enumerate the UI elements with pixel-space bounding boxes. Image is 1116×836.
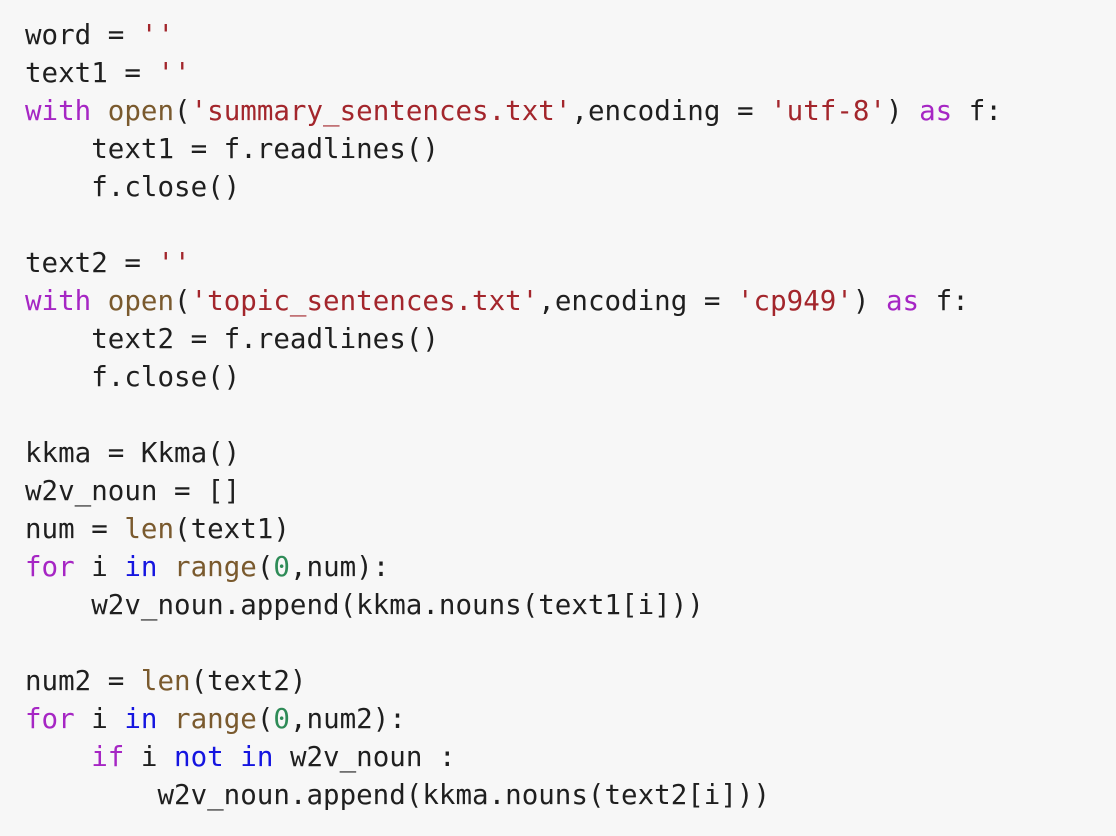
code-token-default: ,num): [289, 551, 390, 583]
code-token-default: ,num2): [289, 703, 406, 735]
code-token-default: i [74, 703, 125, 735]
code-line [25, 206, 1116, 244]
code-line: text2 = '' [25, 244, 1116, 282]
code-token-keyword: with [25, 95, 92, 127]
code-token-builtin: len [140, 665, 191, 697]
code-line: w2v_noun.append(kkma.nouns(text2[i])) [25, 776, 1116, 814]
code-token-keyword: if [91, 741, 125, 773]
code-line: kkma = Kkma() [25, 434, 1116, 472]
code-token-builtin: range [174, 551, 257, 583]
code-token-string: 'topic_sentences.txt' [190, 285, 539, 317]
code-token-default: (text1) [174, 513, 290, 545]
code-line: word = '' [25, 16, 1116, 54]
code-line: w2v_noun = [] [25, 472, 1116, 510]
code-token-default: w2v_noun : [273, 741, 456, 773]
code-token-default: f.close() [25, 171, 241, 203]
code-line: num2 = len(text2) [25, 662, 1116, 700]
code-token-keyword: as [919, 95, 953, 127]
code-token-builtin: range [174, 703, 257, 735]
code-token-default: text1 = [25, 57, 158, 89]
code-token-default: f: [952, 95, 1002, 127]
code-token-default: (text2) [190, 665, 307, 697]
code-token-builtin: open [107, 285, 175, 317]
code-token-default: ( [256, 703, 274, 735]
code-token-default: ) [852, 285, 886, 317]
code-token-default: ( [256, 551, 274, 583]
code-token-default [91, 95, 108, 127]
code-token-default: ( [174, 285, 191, 317]
code-token-default: kkma = Kkma() [25, 437, 241, 469]
code-token-builtin: len [124, 513, 175, 545]
code-token-default: w2v_noun.append(kkma.nouns(text1[i])) [25, 589, 704, 621]
code-line: text1 = '' [25, 54, 1116, 92]
code-line: f.close() [25, 358, 1116, 396]
code-token-default: ,encoding = [571, 95, 771, 127]
code-line: text1 = f.readlines() [25, 130, 1116, 168]
code-token-default: i [74, 551, 125, 583]
code-token-number: 0 [273, 703, 290, 735]
code-token-operator: in [124, 551, 158, 583]
code-line: with open('topic_sentences.txt',encoding… [25, 282, 1116, 320]
code-token-default: f.close() [25, 361, 241, 393]
code-token-keyword: for [25, 703, 75, 735]
code-token-default: text2 = f.readlines() [25, 323, 439, 355]
code-token-default [157, 703, 174, 735]
code-token-default [25, 741, 91, 773]
code-token-default [91, 285, 108, 317]
code-token-default: ( [174, 95, 191, 127]
code-token-default: num2 = [25, 665, 141, 697]
code-token-default: w2v_noun.append(kkma.nouns(text2[i])) [25, 779, 771, 811]
code-token-string: '' [157, 247, 191, 279]
code-token-string: 'summary_sentences.txt' [190, 95, 572, 127]
code-token-default: ) [886, 95, 920, 127]
code-token-string: '' [140, 19, 175, 51]
code-token-keyword: as [886, 285, 920, 317]
code-token-default: text1 = f.readlines() [25, 133, 439, 165]
code-token-builtin: open [107, 95, 175, 127]
code-line: f.close() [25, 168, 1116, 206]
code-token-default: w2v_noun = [] [25, 475, 241, 507]
code-token-default: text2 = [25, 247, 158, 279]
code-line: with open('summary_sentences.txt',encodi… [25, 92, 1116, 130]
code-line: w2v_noun.append(kkma.nouns(text1[i])) [25, 586, 1116, 624]
code-line [25, 624, 1116, 662]
code-token-operator: in [240, 741, 274, 773]
code-line: text2 = f.readlines() [25, 320, 1116, 358]
code-token-default: ,encoding = [538, 285, 737, 317]
code-line: if i not in w2v_noun : [25, 738, 1116, 776]
code-token-string: 'cp949' [736, 285, 853, 317]
code-line [25, 396, 1116, 434]
code-token-default: num = [25, 513, 125, 545]
code-line: num = len(text1) [25, 510, 1116, 548]
code-token-default [157, 551, 174, 583]
code-token-default: word = [25, 19, 141, 51]
code-token-number: 0 [273, 551, 290, 583]
code-token-string: '' [157, 57, 191, 89]
code-token-default [224, 741, 241, 773]
code-line: for i in range(0,num): [25, 548, 1116, 586]
code-token-string: 'utf-8' [770, 95, 886, 127]
code-token-default: f: [919, 285, 969, 317]
code-token-operator: not [174, 741, 224, 773]
code-token-keyword: with [25, 285, 92, 317]
code-token-default: i [124, 741, 175, 773]
code-line: for i in range(0,num2): [25, 700, 1116, 738]
code-token-operator: in [124, 703, 158, 735]
code-token-keyword: for [25, 551, 75, 583]
